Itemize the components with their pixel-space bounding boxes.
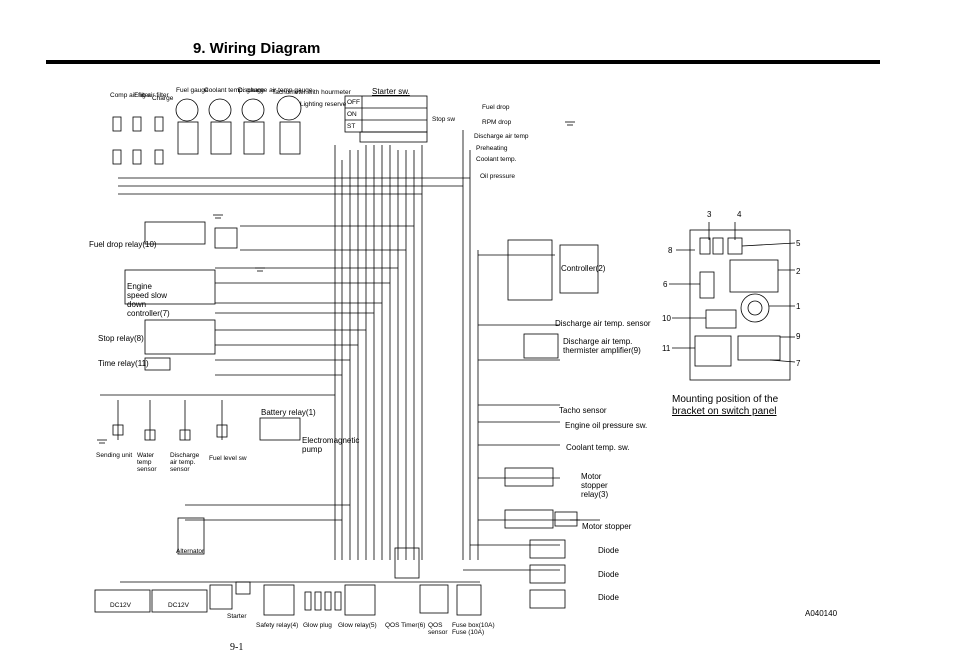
horizontal-wires <box>100 177 600 583</box>
label-qos-sensor: QOS sensor <box>428 622 448 636</box>
label-sending-unit: Sending unit <box>96 452 133 459</box>
callout-8: 8 <box>668 246 673 255</box>
glow-plugs <box>304 591 342 611</box>
label-eng-air-filter: Eng air filter <box>134 92 169 99</box>
mounting-bracket <box>669 222 796 381</box>
mounting-caption-line2: bracket on switch panel <box>672 406 777 417</box>
starter-pos-on: ON <box>347 111 357 118</box>
callout-10: 10 <box>662 314 671 323</box>
starter-pos-st: ST <box>347 123 356 130</box>
label-motor-stopper: Motor stopper <box>582 522 632 531</box>
label-fuel-drop-relay: Fuel drop relay(10) <box>89 240 157 249</box>
starter-motor <box>209 581 251 610</box>
label-starter: Starter <box>227 613 247 620</box>
label-fuse: Fuse (10A) <box>452 629 485 636</box>
sensors <box>112 400 228 441</box>
label-fuel-drop: Fuel drop <box>482 104 510 111</box>
callout-2: 2 <box>796 267 801 276</box>
callout-4: 4 <box>737 210 742 219</box>
label-discharge-air-temp: Discharge air temp <box>474 133 529 140</box>
label-rpm-drop: RPM drop <box>482 119 512 126</box>
callout-3: 3 <box>707 210 712 219</box>
label-tacho-sensor: Tacho sensor <box>559 406 607 415</box>
title-rule <box>46 60 880 64</box>
callout-5: 5 <box>796 239 801 248</box>
label-qos-timer: QOS Timer(6) <box>385 622 426 629</box>
label-fuel-gauge: Fuel gauge <box>176 87 209 94</box>
label-battery-relay: Battery relay(1) <box>261 408 316 417</box>
label-diode-1: Diode <box>598 546 619 555</box>
relay-boxes <box>124 221 599 616</box>
callout-6: 6 <box>663 280 668 289</box>
label-coolant-temp: Coolant temp. <box>476 156 517 163</box>
label-tachometer: Tachometer with hourmeter <box>272 89 351 96</box>
label-preheating: Preheating <box>476 145 508 152</box>
page-number: 9-1 <box>230 642 244 653</box>
label-diode-3: Diode <box>598 593 619 602</box>
callout-1: 1 <box>796 302 801 311</box>
mounting-caption-line1: Mounting position of the <box>672 394 779 405</box>
starter-pos-off: OFF <box>347 99 360 106</box>
label-alternator: Alternator <box>176 548 205 555</box>
page-title: 9. Wiring Diagram <box>193 40 321 57</box>
label-starter-sw: Starter sw. <box>372 87 410 96</box>
figure-code: A040140 <box>805 609 838 618</box>
label-safety-relay: Safety relay(4) <box>256 622 299 629</box>
label-engine-oil-pressure-sw: Engine oil pressure sw. <box>565 421 648 430</box>
label-battery-1: DC12V <box>110 602 131 609</box>
label-coolant-temp-sw: Coolant temp. sw. <box>566 443 630 452</box>
label-engine-speed-controller: Engine speed slow down controller(7) <box>127 282 170 318</box>
starter-switch-table <box>344 95 428 143</box>
label-glow-relay: Glow relay(5) <box>338 622 377 629</box>
callout-11: 11 <box>662 344 671 353</box>
indicator-lamps <box>112 116 164 165</box>
gauges <box>175 95 302 155</box>
label-water-temp-sensor: Water temp sensor <box>137 452 157 473</box>
label-charge: Charge <box>152 95 174 102</box>
label-discharge-air-temp-sensor-2: Discharge air temp. sensor <box>170 452 200 473</box>
ground-symbols <box>97 121 580 521</box>
label-stop-sw: Stop sw <box>432 116 456 123</box>
callout-7: 7 <box>796 359 801 368</box>
label-comp-air-filter: Comp air filter <box>110 92 151 99</box>
label-thermister-amplifier: Discharge air temp. thermister amplifier… <box>563 337 641 355</box>
label-glow-plug: Glow plug <box>303 622 332 629</box>
label-electromagnetic-pump: Electromagnetic pump <box>302 436 360 454</box>
label-lighting-reserve: Lighting reserve <box>300 101 347 108</box>
label-battery-2: DC12V <box>168 602 189 609</box>
label-diode-2: Diode <box>598 570 619 579</box>
label-oil-pressure: Oil pressure <box>480 173 516 180</box>
label-stop-relay: Stop relay(8) <box>98 334 144 343</box>
label-time-relay: Time relay(11) <box>98 359 149 368</box>
label-fuel-level-sw: Fuel level sw <box>209 455 247 462</box>
mounting-caption: Mounting position of the bracket on swit… <box>672 394 778 418</box>
label-discharge-air-temp-sensor: Discharge air temp. sensor <box>555 319 651 328</box>
batteries <box>94 589 208 613</box>
label-coolant-temp-gauge: Coolant temp. gauge <box>204 87 265 94</box>
callout-9: 9 <box>796 332 801 341</box>
label-motor-stopper-relay: Motor stopper relay(3) <box>581 472 609 499</box>
label-fuse-box: Fuse box(10A) <box>452 622 495 629</box>
label-discharge-air-temp-gauge: Discharge air temp gauge <box>238 87 313 94</box>
label-controller: Controller(2) <box>561 264 606 273</box>
